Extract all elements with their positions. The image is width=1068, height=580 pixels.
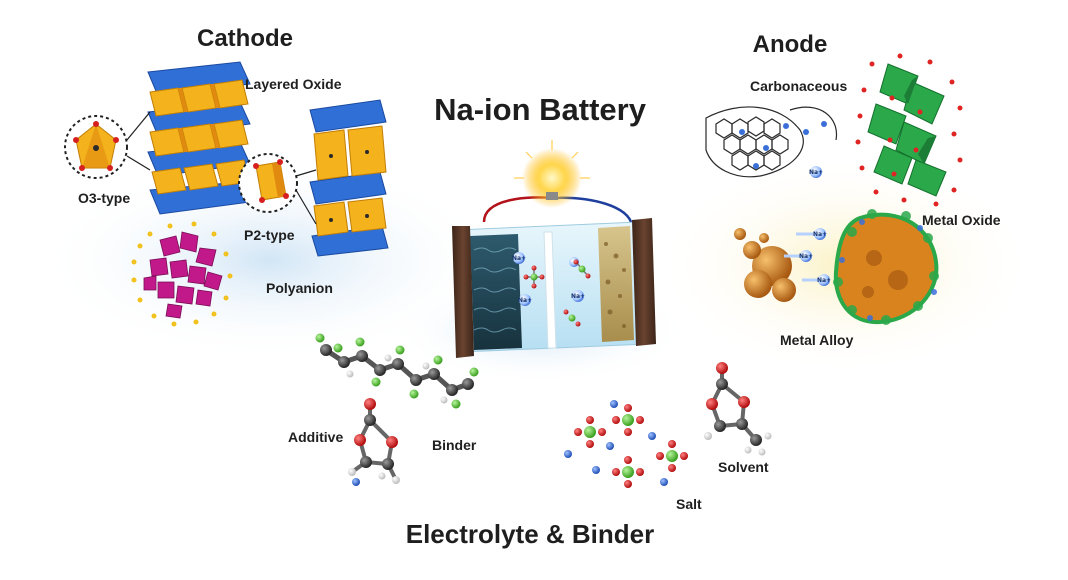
metal-alloy-particles: Na+ Na+ Na+ <box>734 209 939 325</box>
label-layered-oxide: Layered Oxide <box>245 76 342 92</box>
anode-current-collector <box>632 218 656 346</box>
svg-text:Na+: Na+ <box>809 169 823 176</box>
salt-molecule <box>612 456 644 488</box>
label-metal-oxide: Metal Oxide <box>922 212 1001 228</box>
salt-molecule <box>574 416 606 448</box>
p2-prism-callout <box>238 153 317 225</box>
label-additive: Additive <box>288 429 343 445</box>
salt-molecule <box>656 440 688 472</box>
main-title: Na-ion Battery <box>434 92 647 127</box>
anode-heading: Anode <box>753 31 828 58</box>
additive-molecule <box>348 398 400 486</box>
polyanion-cluster <box>131 221 233 327</box>
na-ions-in-cell: Na+ Na+ Na+ <box>512 252 585 306</box>
metal-oxide-structure <box>855 53 963 207</box>
label-binder: Binder <box>432 437 477 453</box>
svg-text:Na+: Na+ <box>571 293 585 300</box>
binder-molecule <box>315 333 479 409</box>
cathode-heading: Cathode <box>197 25 293 52</box>
o3-octahedron-callout <box>64 111 151 179</box>
svg-text:Na+: Na+ <box>512 255 526 262</box>
label-metal-alloy: Metal Alloy <box>780 332 854 348</box>
o3-layered-structure <box>147 61 251 215</box>
svg-text:Na+: Na+ <box>813 231 827 238</box>
label-o3-type: O3-type <box>78 190 130 206</box>
svg-text:Na+: Na+ <box>518 297 532 304</box>
label-polyanion: Polyanion <box>266 280 333 296</box>
svg-text:Na+: Na+ <box>799 253 813 260</box>
label-carbonaceous: Carbonaceous <box>750 78 847 94</box>
p2-layered-structure <box>309 99 389 257</box>
svg-text:Na+: Na+ <box>817 277 831 284</box>
separator <box>543 231 557 349</box>
battery-cell: Na+ Na+ Na+ <box>452 140 656 358</box>
carbonaceous-structure: Na+ <box>705 106 838 178</box>
light-bulb-icon <box>522 148 582 208</box>
label-salt: Salt <box>676 496 702 512</box>
label-p2-type: P2-type <box>244 227 295 243</box>
label-solvent: Solvent <box>718 459 769 475</box>
solvent-molecule <box>704 362 772 456</box>
salt-in-cell <box>523 259 591 327</box>
anode-electrode <box>598 226 634 342</box>
cathode-glow <box>40 160 500 360</box>
salt-molecules <box>564 400 688 488</box>
electrolyte-binder-heading: Electrolyte & Binder <box>406 519 655 549</box>
salt-molecule <box>612 404 644 436</box>
cathode-current-collector <box>452 226 474 358</box>
